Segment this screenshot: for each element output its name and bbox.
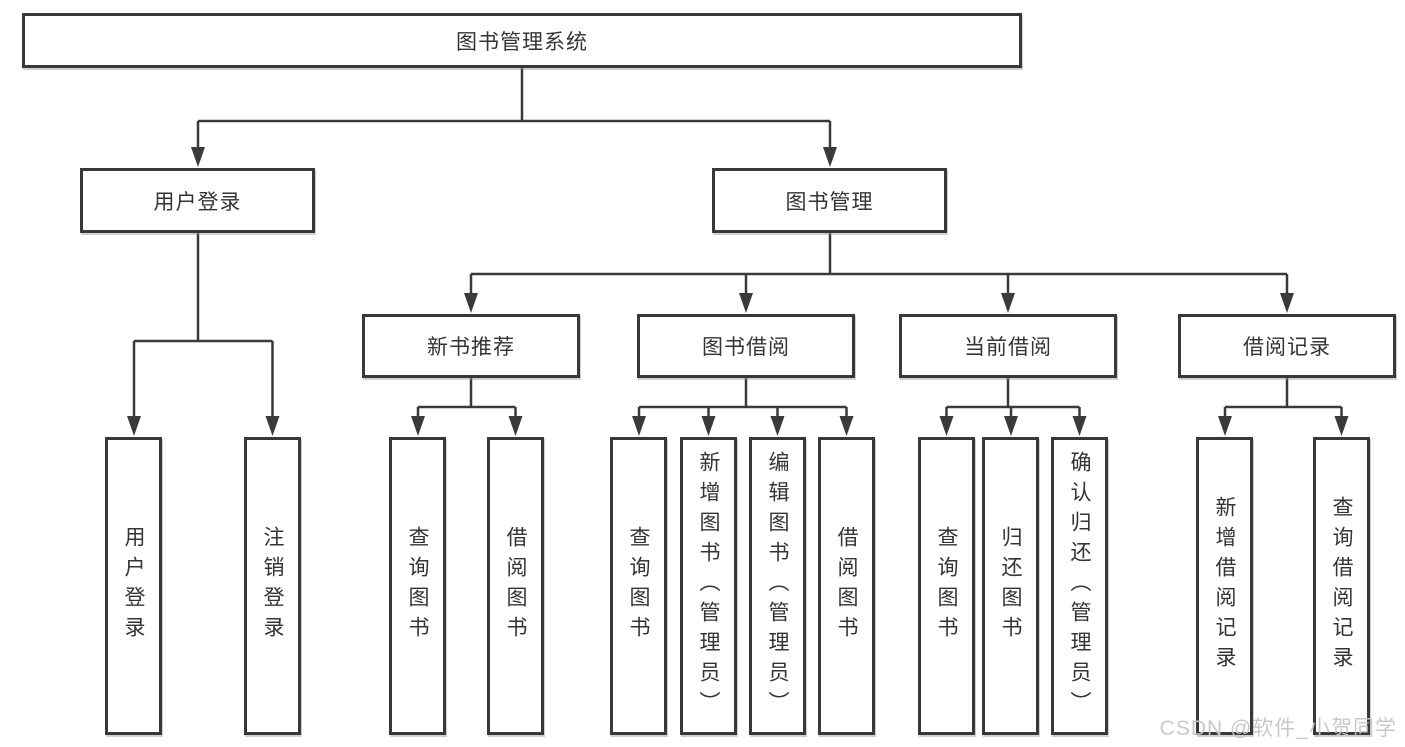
leaf-bb-query-books-label: 查询图书	[627, 526, 650, 646]
leaf-bb-borrow-books-label: 借阅图书	[835, 526, 858, 646]
leaf-bb-query-books: 查询图书	[610, 437, 667, 735]
node-user-login-label: 用户登录	[153, 190, 242, 214]
csdn-watermark: CSDN @软件_小贺同学	[1159, 717, 1397, 740]
leaf-bb-edit-books-admin: 编辑图书（管理员）	[749, 437, 806, 735]
node-new-book-recommend: 新书推荐	[362, 314, 580, 378]
node-current-borrowing-label: 当前借阅	[964, 336, 1052, 359]
node-current-borrowing: 当前借阅	[899, 314, 1117, 378]
leaf-nbr-query-books-label: 查询图书	[406, 526, 429, 646]
leaf-bb-add-books-admin: 新增图书（管理员）	[680, 437, 737, 735]
leaf-cb-confirm-return-admin: 确认归还（管理员）	[1051, 437, 1108, 735]
node-borrowing-records-label: 借阅记录	[1243, 336, 1331, 359]
leaf-cb-query-books-label: 查询图书	[935, 526, 958, 646]
leaf-logout-label: 注销登录	[261, 526, 284, 646]
leaf-cb-confirm-return-admin-label: 确认归还（管理员）	[1068, 451, 1091, 721]
node-user-login: 用户登录	[80, 168, 315, 233]
leaf-nbr-query-books: 查询图书	[389, 437, 446, 735]
node-book-borrowing: 图书借阅	[637, 314, 855, 378]
leaf-br-add-record: 新增借阅记录	[1196, 437, 1253, 735]
node-book-borrowing-label: 图书借阅	[702, 336, 790, 359]
arrowheads	[127, 147, 1349, 436]
leaf-br-query-record-label: 查询借阅记录	[1330, 496, 1353, 676]
leaf-cb-return-books: 归还图书	[982, 437, 1039, 735]
leaf-nbr-borrow-books: 借阅图书	[487, 437, 544, 735]
leaf-cb-query-books: 查询图书	[918, 437, 975, 735]
leaf-bb-edit-books-admin-label: 编辑图书（管理员）	[766, 451, 789, 721]
leaf-logout: 注销登录	[244, 437, 301, 735]
node-borrowing-records: 借阅记录	[1178, 314, 1396, 378]
leaf-user-login: 用户登录	[105, 437, 162, 735]
leaf-bb-borrow-books: 借阅图书	[818, 437, 875, 735]
leaf-br-query-record: 查询借阅记录	[1313, 437, 1370, 735]
node-root-label: 图书管理系统	[456, 30, 588, 54]
node-new-book-recommend-label: 新书推荐	[427, 336, 515, 359]
node-root: 图书管理系统	[22, 13, 1022, 68]
leaf-user-login-label: 用户登录	[122, 526, 145, 646]
node-book-management-label: 图书管理	[785, 190, 874, 214]
node-book-management: 图书管理	[712, 168, 947, 233]
leaf-br-add-record-label: 新增借阅记录	[1213, 496, 1236, 676]
leaf-cb-return-books-label: 归还图书	[999, 526, 1022, 646]
leaf-nbr-borrow-books-label: 借阅图书	[504, 526, 527, 646]
leaf-bb-add-books-admin-label: 新增图书（管理员）	[697, 451, 720, 721]
